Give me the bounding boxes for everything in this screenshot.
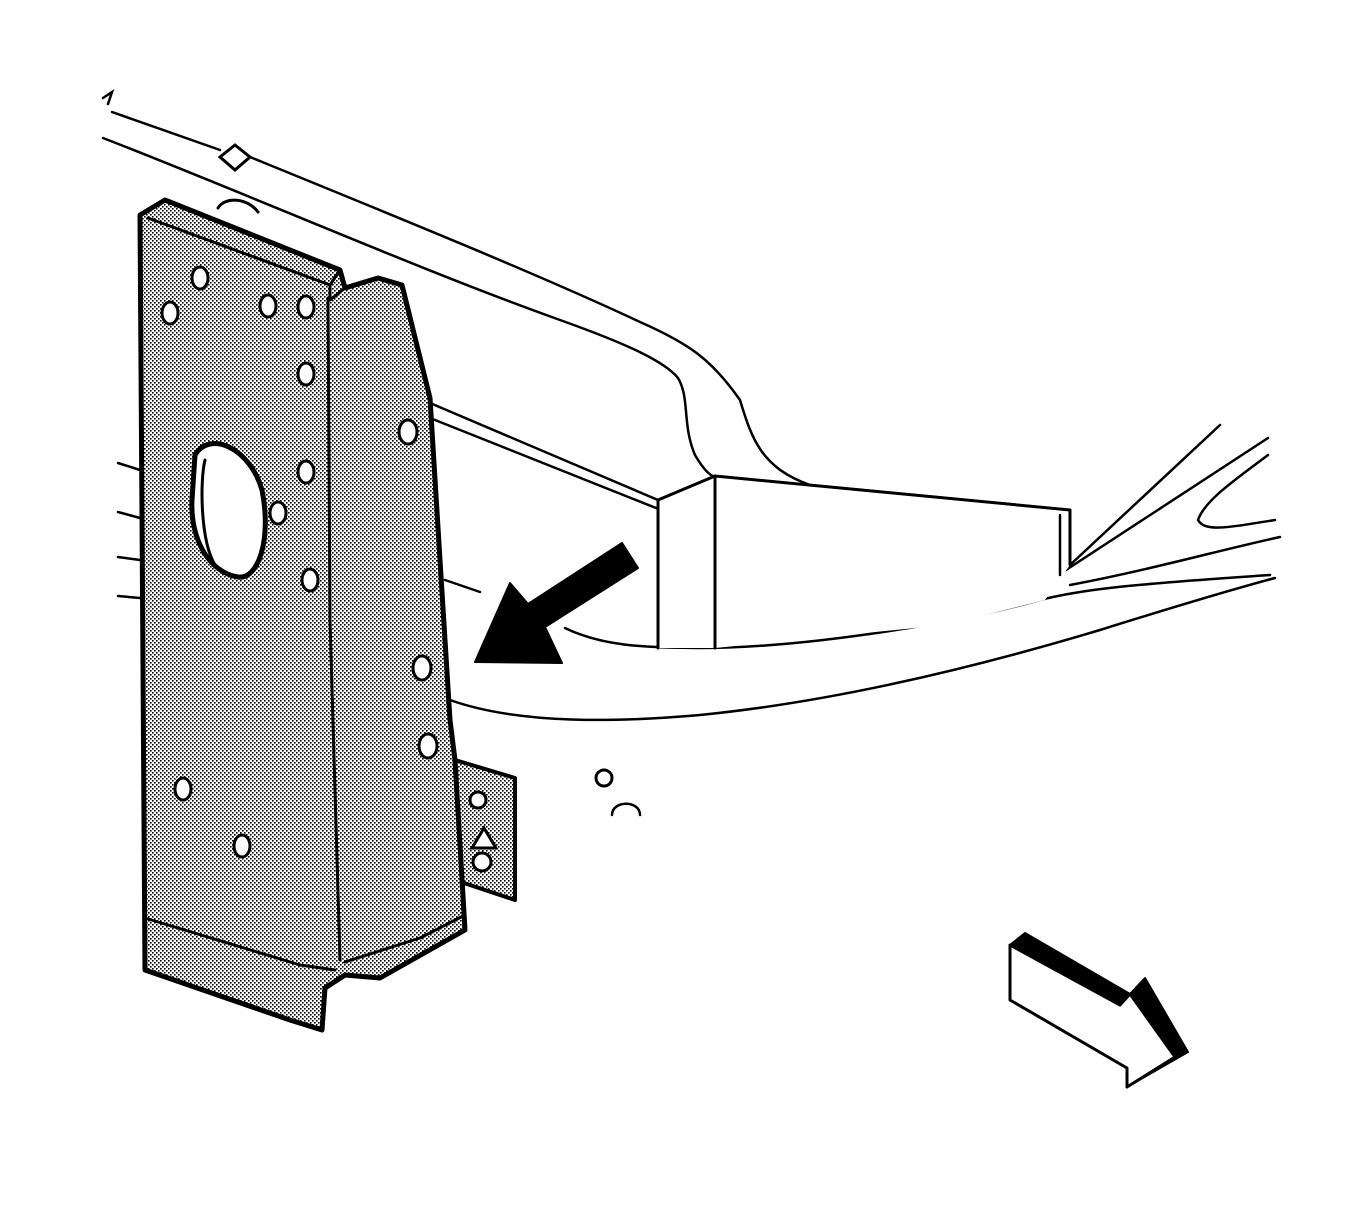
rail-cross-member (656, 474, 1072, 650)
weld-symbol-triangle-icon (469, 825, 499, 850)
view-orientation-arrow-icon (1008, 932, 1189, 1089)
weld-symbol-diamond-icon (217, 143, 253, 172)
panel-mounting-tab (453, 758, 517, 902)
body-rail (101, 88, 1282, 817)
side-panel (137, 197, 517, 1033)
removal-direction-arrow-icon (474, 542, 639, 664)
